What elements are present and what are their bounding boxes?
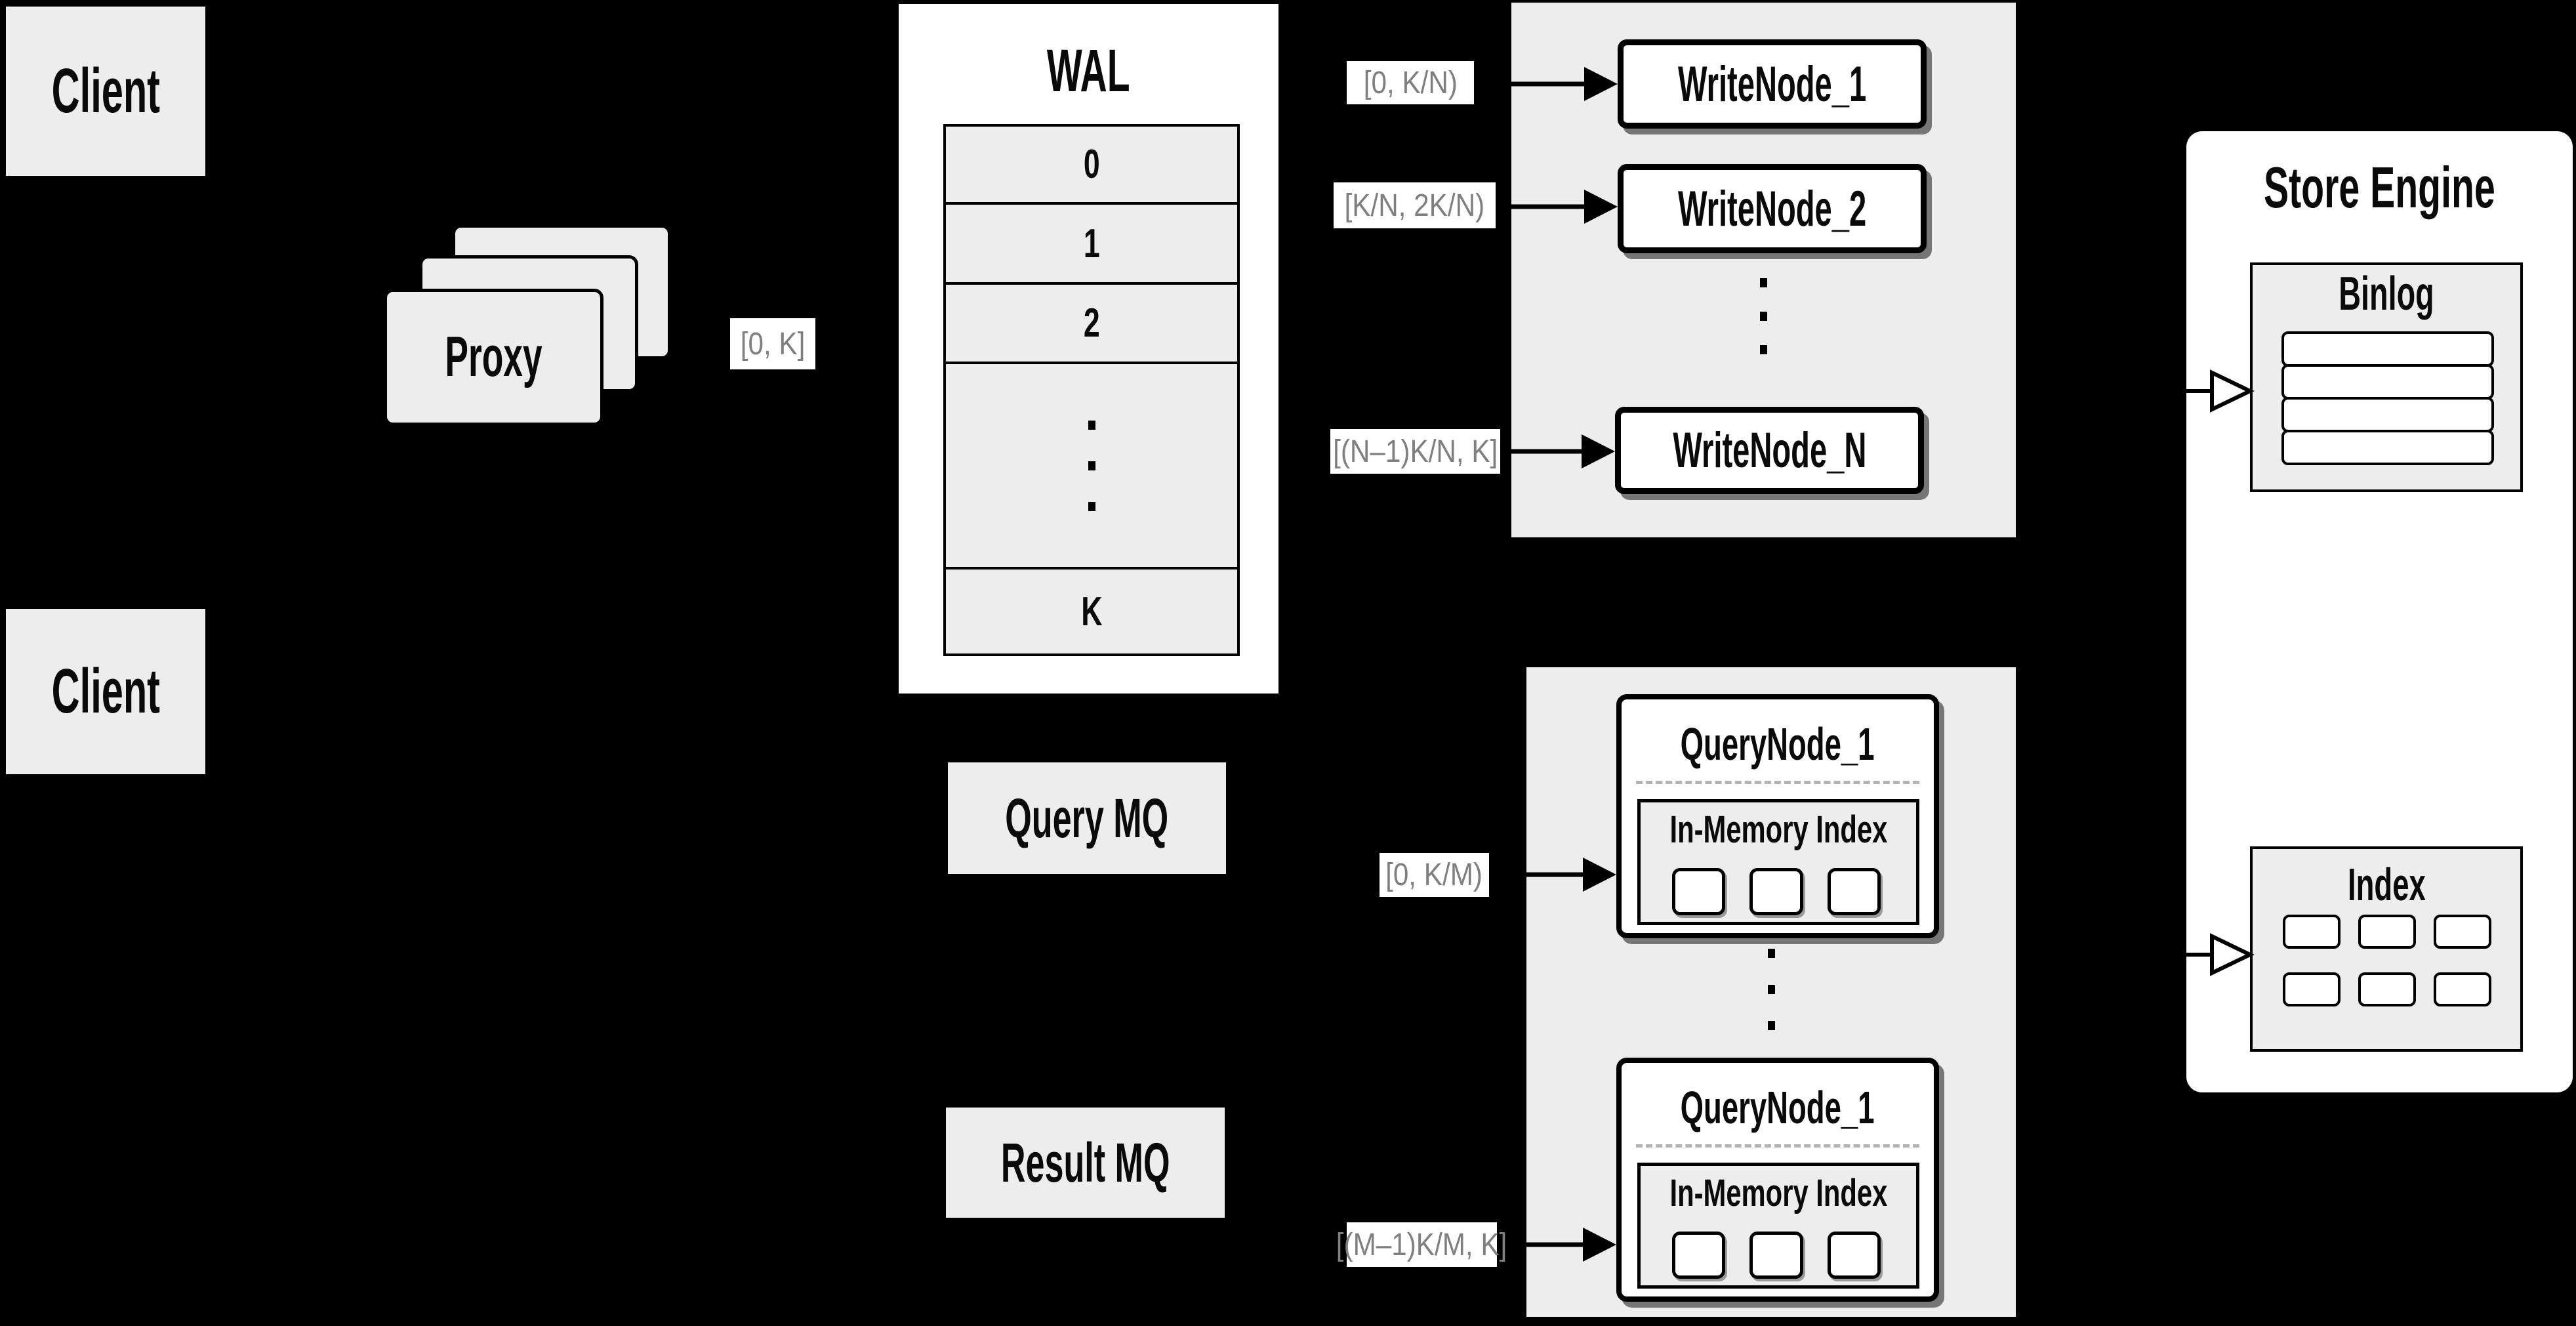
ellipsis-dot: [1767, 985, 1775, 994]
segment-squares-2: [1672, 1232, 1881, 1279]
index-cell: [2358, 915, 2416, 949]
wal-title: WAL: [1047, 37, 1130, 104]
query-node-1-title: QueryNode_1: [1681, 718, 1875, 770]
write-node-ellipsis: [1511, 270, 2016, 362]
in-memory-index-panel-1: In-Memory Index: [1637, 799, 1919, 925]
store-engine-title: Store Engine: [2264, 155, 2495, 220]
edge-label-write-n: [(N–1)K/N, K]: [1330, 429, 1500, 474]
client-bottom-label: Client: [51, 656, 160, 726]
binlog-panel: Binlog: [2250, 262, 2523, 492]
index-cell: [2283, 915, 2341, 949]
index-title: Index: [2347, 859, 2426, 910]
index-cell: [2358, 972, 2416, 1006]
binlog-rows: [2281, 331, 2494, 465]
query-node-m-title: QueryNode_1: [1681, 1081, 1875, 1133]
wal-row-1: 1: [946, 202, 1237, 282]
client-top-label: Client: [51, 56, 160, 126]
wal-row-0: 0: [946, 127, 1237, 202]
ellipsis-dot: [1760, 312, 1767, 321]
in-memory-index-panel-2: In-Memory Index: [1637, 1163, 1919, 1289]
ellipsis-dot: [1088, 501, 1095, 511]
dashed-separator: [1636, 1144, 1919, 1148]
wal-table: 0 1 2 K: [943, 124, 1240, 656]
binlog-row: [2281, 331, 2494, 367]
segment-square: [1672, 868, 1726, 915]
ellipsis-dot: [1760, 278, 1767, 287]
dashed-separator: [1636, 781, 1919, 784]
edge-label-query-m: [(M–1)K/M, K]: [1336, 1222, 1507, 1267]
client-node-bottom: Client: [6, 609, 205, 774]
segment-square: [1749, 1232, 1803, 1279]
vertical-ellipsis-icon: [1760, 278, 1767, 354]
wal-row-ellipsis: [946, 362, 1237, 567]
segment-square: [1827, 1232, 1881, 1279]
binlog-row: [2281, 430, 2494, 465]
wal-row-2: 2: [946, 282, 1237, 362]
segment-square: [1672, 1232, 1726, 1279]
client-node-top: Client: [6, 7, 205, 176]
ellipsis-dot: [1088, 420, 1095, 430]
binlog-row: [2281, 364, 2494, 400]
index-cell: [2283, 972, 2341, 1006]
edge-label-write-2: [K/N, 2K/N): [1334, 182, 1496, 228]
ellipsis-dot: [1088, 461, 1095, 470]
query-mq-node: Query MQ: [948, 762, 1226, 874]
proxy-label: Proxy: [445, 325, 542, 388]
vertical-ellipsis-icon: [1767, 949, 1775, 1030]
query-node-ellipsis: [1526, 943, 2016, 1035]
write-node-1: WriteNode_1: [1618, 39, 1927, 129]
proxy-node: Proxy: [384, 289, 603, 426]
binlog-title: Binlog: [2339, 268, 2434, 320]
vertical-ellipsis-icon: [1088, 420, 1095, 511]
index-cell: [2434, 972, 2491, 1006]
index-panel: Index: [2250, 846, 2523, 1052]
binlog-row: [2281, 397, 2494, 432]
edge-label-proxy-wal: [0, K]: [730, 318, 815, 369]
query-node-1: QueryNode_1 In-Memory Index: [1616, 694, 1939, 938]
index-cells: [2283, 915, 2491, 1006]
write-node-n: WriteNode_N: [1615, 407, 1924, 494]
index-cell: [2434, 915, 2491, 949]
segment-squares-1: [1672, 868, 1881, 915]
segment-square: [1749, 868, 1803, 915]
wal-row-k: K: [946, 567, 1237, 653]
write-node-2: WriteNode_2: [1618, 164, 1927, 253]
edge-label-write-1: [0, K/N): [1347, 61, 1474, 104]
query-node-m: QueryNode_1 In-Memory Index: [1616, 1058, 1939, 1302]
in-memory-index-title-1: In-Memory Index: [1669, 808, 1887, 851]
segment-square: [1827, 868, 1881, 915]
ellipsis-dot: [1767, 1021, 1775, 1030]
in-memory-index-title-2: In-Memory Index: [1669, 1171, 1887, 1214]
ellipsis-dot: [1760, 345, 1767, 354]
ellipsis-dot: [1767, 949, 1775, 958]
edge-label-query-1: [0, K/M): [1380, 853, 1489, 897]
result-mq-node: Result MQ: [946, 1108, 1225, 1218]
